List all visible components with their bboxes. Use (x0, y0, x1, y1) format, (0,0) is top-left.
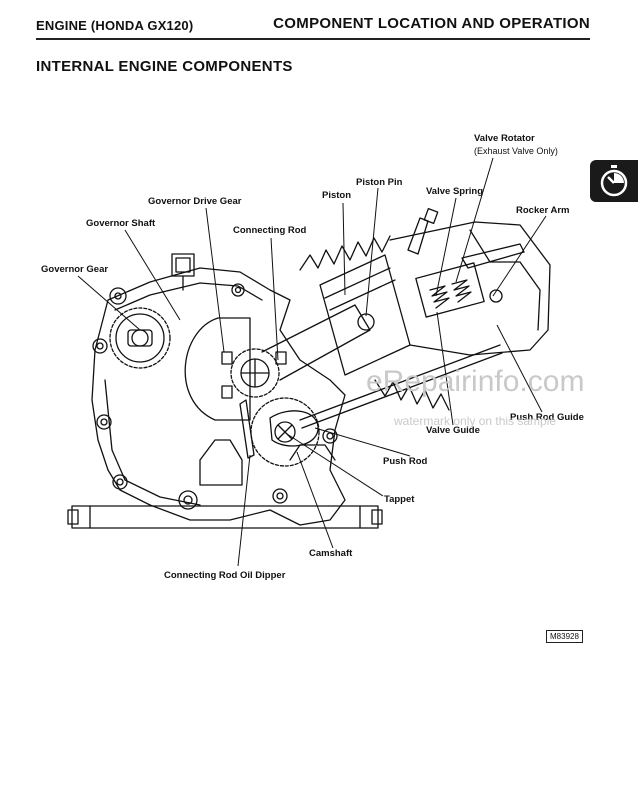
piston-pin (357, 313, 375, 331)
label-governor-shaft: Governor Shaft (86, 218, 156, 229)
label-push-rod: Push Rod (383, 456, 428, 467)
valve-spring (429, 285, 450, 309)
header-left: ENGINE (HONDA GX120) (36, 18, 194, 33)
watermark-note: watermark only on this sample (394, 414, 557, 428)
connecting-rod (261, 304, 371, 381)
header-rule (36, 38, 590, 40)
header-right: COMPONENT LOCATION AND OPERATION (273, 15, 590, 32)
crank-counterweight (184, 317, 251, 421)
label-rocker-arm: Rocker Arm (516, 205, 570, 216)
base-rail (71, 505, 379, 529)
tappet (269, 410, 319, 447)
cylinder-head (389, 221, 551, 356)
label-governor-drive-gear: Governor Drive Gear (148, 196, 242, 207)
label-valve-rotator: Valve Rotator (474, 133, 535, 144)
cylinder-fins (299, 235, 391, 271)
label-tappet: Tappet (384, 494, 415, 505)
label-connecting-rod-oil-dipper: Connecting Rod Oil Dipper (164, 570, 286, 581)
oil-dipper (239, 399, 255, 459)
figure-id: M83928 (546, 630, 583, 643)
label-piston-pin: Piston Pin (356, 177, 403, 188)
label-piston: Piston (322, 190, 352, 201)
rocker-arm (461, 243, 525, 269)
label-camshaft: Camshaft (309, 548, 353, 559)
label-governor-gear: Governor Gear (41, 264, 109, 275)
camshaft (274, 421, 296, 443)
push-rod (299, 344, 501, 421)
section-tab[interactable] (590, 160, 638, 202)
governor-gear (109, 307, 171, 369)
label-valve-guide: Valve Guide (426, 425, 480, 436)
label-push-rod-guide: Push Rod Guide (510, 412, 584, 423)
label-connecting-rod: Connecting Rod (233, 225, 307, 236)
crankcase-outline (91, 267, 346, 526)
watermark-site: eRepairinfo.com (366, 365, 585, 398)
label-valve-rotator-note: (Exhaust Valve Only) (474, 146, 558, 156)
stopwatch-icon (600, 165, 628, 197)
section-title: INTERNAL ENGINE COMPONENTS (36, 58, 293, 75)
piston (319, 254, 411, 376)
label-valve-spring: Valve Spring (426, 186, 484, 197)
